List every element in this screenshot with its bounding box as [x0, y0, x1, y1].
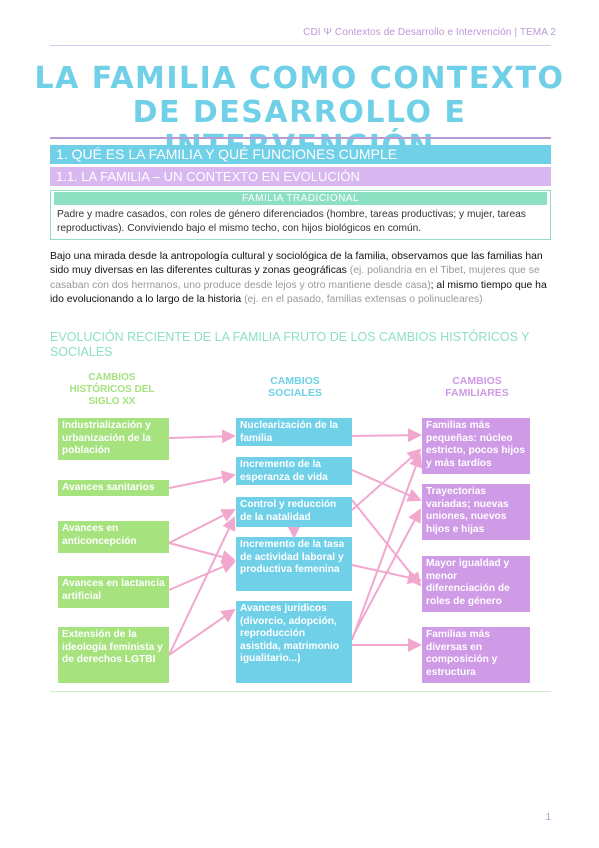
historico-lactancia: Avances en lactancia artificial — [58, 576, 169, 608]
historico-sanitarios: Avances sanitarios — [58, 480, 169, 496]
familiar-pequenas: Familias más pequeñas: núcleo estricto, … — [422, 418, 530, 474]
column-header-historicos: CAMBIOS HISTÓRICOS DEL SIGLO XX — [69, 372, 155, 407]
arrow-esperanza-trayectorias — [351, 469, 422, 502]
arrow-feminista-juridicos — [168, 608, 236, 656]
social-nuclearizacion: Nuclearización de la familia — [236, 418, 352, 446]
historico-feminista: Extensión de la ideología feminista y de… — [58, 627, 169, 683]
header-divider — [50, 45, 551, 46]
traditional-family-text: Padre y madre casados, con roles de géne… — [57, 209, 526, 234]
diagram-divider — [50, 691, 551, 692]
section-heading-1: 1. QUÉ ES LA FAMILIA Y QUÉ FUNCIONES CUM… — [50, 145, 551, 164]
arrow-natalidad-pequenas — [351, 448, 422, 511]
paragraph-example-1: (ej. poliandria en el Tibet, mujeres que… — [50, 265, 540, 291]
historico-industrializacion: Industrialización y urbanización de la p… — [58, 418, 169, 460]
page-header: CDI Ψ Contextos de Desarrollo e Interven… — [303, 27, 556, 38]
social-actividad-laboral: Incremento de la tasa de actividad labor… — [236, 537, 352, 591]
arrow-industrializacion-nuclearizacion — [168, 429, 236, 444]
paragraph-text-2: ; al mismo tiempo que ha ido evolucionan… — [50, 279, 547, 305]
familiar-trayectorias: Trayectorias variadas; nuevas uniones, n… — [422, 484, 530, 540]
arrow-nuclearizacion-pequenas — [351, 428, 422, 443]
familiar-diversas: Familias más diversas en composición y e… — [422, 627, 530, 683]
arrow-feminista-natalidad — [168, 516, 236, 656]
section-heading-1-1: 1.1. LA FAMILIA – UN CONTEXTO EN EVOLUCI… — [50, 167, 551, 186]
arrow-juridicos-pequenas — [351, 453, 423, 641]
paragraph-text-1: Bajo una mirada desde la antropología cu… — [50, 251, 543, 277]
historico-anticoncepcion: Avances en anticoncepción — [58, 521, 169, 553]
column-header-familiares: CAMBIOS FAMILIARES — [445, 375, 509, 399]
paragraph-example-2: (ej. en el pasado, familias extensas o p… — [244, 293, 483, 305]
title-divider — [50, 137, 551, 139]
social-avances-juridicos: Avances jurídicos (divorcio, adopción, r… — [236, 601, 352, 683]
arrow-anticoncepcion-actividad — [168, 542, 236, 564]
familiar-igualdad: Mayor igualdad y menor diferenciación de… — [422, 556, 530, 612]
social-esperanza-vida: Incremento de la esperanza de vida — [236, 457, 352, 485]
arrow-sanitarios-esperanza — [168, 470, 236, 489]
arrow-anticoncepcion-natalidad — [168, 509, 236, 544]
social-natalidad: Control y reducción de la natalidad — [236, 497, 352, 527]
page-number: 1 — [545, 812, 551, 823]
column-header-sociales: CAMBIOS SOCIALES — [268, 375, 322, 399]
arrow-lactancia-actividad — [168, 560, 236, 591]
body-paragraph: Bajo una mirada desde la antropología cu… — [50, 250, 553, 307]
evolution-heading: EVOLUCIÓN RECIENTE DE LA FAMILIA FRUTO D… — [50, 330, 530, 359]
traditional-family-box — [50, 190, 551, 240]
traditional-family-heading: FAMILIA TRADICIONAL — [54, 192, 547, 205]
arrow-juridicos-trayectorias — [351, 508, 421, 639]
